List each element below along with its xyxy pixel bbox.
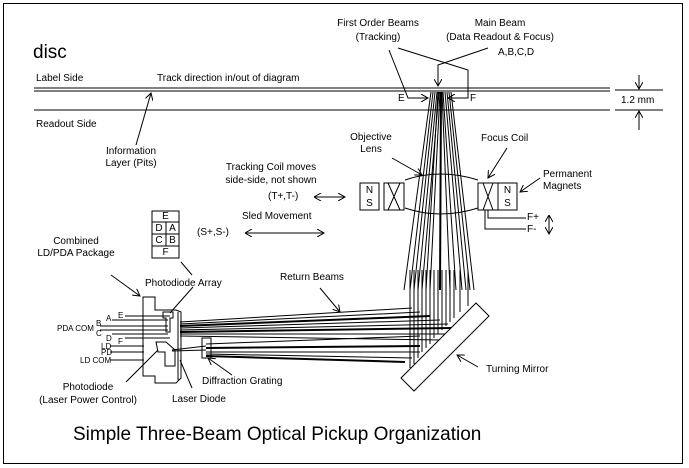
diagram-title: Simple Three-Beam Optical Pickup Organiz… — [73, 424, 482, 445]
magnet-right-n: N — [503, 185, 512, 196]
pda-chip — [162, 311, 174, 333]
spot-e-label: E — [398, 93, 405, 104]
readout-side-label: Readout Side — [36, 119, 97, 130]
coil-left — [383, 182, 405, 211]
focus-lead-minus — [484, 210, 526, 230]
sled-signals-label: (S+,S-) — [197, 227, 229, 238]
diffraction-grating-label: Diffraction Grating — [202, 376, 283, 387]
pda-map-c: C — [155, 235, 163, 246]
spot-f-label: F — [470, 93, 477, 104]
pin-a-label: A — [106, 314, 112, 323]
magnets-leader — [520, 177, 541, 192]
focus-coil-label: Focus Coil — [481, 133, 529, 144]
pin-b-label: B — [96, 319, 102, 328]
photodiode-label-1: Photodiode — [62, 382, 114, 393]
diffraction-grating — [201, 337, 212, 359]
focused-beams — [403, 91, 475, 291]
pin-c-label: C — [96, 329, 102, 338]
coil-left-x-icon — [387, 182, 401, 211]
magnets-label-1: Permanent — [543, 169, 592, 180]
magnet-left-s: S — [366, 198, 373, 209]
main-beam-leader — [438, 47, 489, 86]
main-beam-label-1: Main Beam — [474, 18, 526, 29]
package-pins — [100, 315, 170, 361]
info-layer-label-2: Layer (Pits) — [105, 158, 157, 169]
objective-label-1: Objective — [350, 132, 392, 143]
pin-e-label: E — [118, 311, 124, 320]
disc-label: disc — [33, 42, 67, 63]
turning-mirror-label: Turning Mirror — [486, 364, 549, 375]
magnet-left-n: N — [365, 185, 374, 196]
return-beam-lines — [179, 307, 453, 341]
ld-cavity — [155, 341, 176, 367]
f-minus-label: F- — [527, 224, 537, 235]
coil-right-x-icon — [482, 182, 494, 211]
pin-ld-com-label: LD COM — [80, 356, 112, 365]
magnet-right-s: S — [504, 198, 511, 209]
pda-com-label: PDA COM — [57, 324, 94, 333]
return-beams-label: Return Beams — [280, 272, 344, 283]
pda-map-grid — [151, 210, 180, 259]
magnets-label-2: Magnets — [543, 181, 582, 192]
pin-f-label: F — [118, 337, 123, 346]
vertical-beam-lines — [409, 270, 469, 368]
main-signals-label: A,B,C,D — [498, 47, 535, 58]
focus-lead-plus — [487, 210, 526, 219]
photodiode-label-2: (Laser Power Control) — [39, 395, 137, 406]
tracking-signals-label: (T+,T-) — [268, 191, 299, 202]
return-beams-leader — [319, 287, 340, 312]
pin-d-label: D — [106, 334, 112, 343]
pda-map-a: A — [169, 223, 176, 234]
laser-diode-leader — [179, 359, 193, 389]
photodiode-leader — [125, 349, 159, 383]
objective-leader — [391, 157, 422, 175]
laser-beam-lines — [171, 335, 421, 363]
objective-label-2: Lens — [360, 144, 382, 155]
pda-map-d: D — [155, 223, 163, 234]
f-plus-label: F+ — [527, 212, 539, 223]
track-direction-label: Track direction in/out of diagram — [157, 73, 300, 84]
pin-ld-label: LD — [101, 342, 112, 351]
ld-pda-package — [142, 296, 182, 384]
first-order-label-1: First Order Beams — [337, 18, 419, 29]
grating-leader — [208, 358, 233, 376]
tracking-label-1: Tracking Coil moves — [225, 162, 317, 173]
label-side-label: Label Side — [36, 73, 84, 84]
objective-lens — [404, 173, 479, 215]
first-order-label-2: (Tracking) — [355, 32, 401, 43]
pin-pd-label: PD — [101, 348, 113, 357]
magnet-right — [497, 182, 518, 211]
pda-map-leader — [180, 261, 193, 276]
pda-label: Photodiode Array — [145, 278, 222, 289]
turning-mirror — [400, 302, 490, 392]
focus-coil-leader — [488, 147, 508, 178]
laser-diode-label: Laser Diode — [172, 394, 226, 405]
pda-map-f: F — [162, 247, 169, 258]
pda-leader — [169, 286, 194, 314]
pda-map-e: E — [162, 211, 169, 222]
pda-map-b: B — [169, 235, 176, 246]
magnet-left — [359, 182, 380, 211]
package-label-1: Combined — [53, 236, 99, 247]
first-order-leader-f — [397, 47, 469, 98]
mirror-leader — [457, 355, 479, 368]
main-beam-label-2: (Data Readout & Focus) — [446, 32, 554, 43]
tracking-label-2: side-side, not shown — [225, 175, 317, 186]
package-label-2: LD/PDA Package — [37, 248, 115, 259]
diagram-frame — [3, 3, 683, 464]
package-leader — [110, 274, 140, 296]
thickness-label: 1.2 mm — [621, 95, 655, 106]
info-layer-label-1: Information — [105, 146, 157, 157]
info-layer-pointer — [135, 93, 151, 146]
first-order-leader — [388, 49, 428, 98]
sled-movement-label: Sled Movement — [242, 211, 312, 222]
